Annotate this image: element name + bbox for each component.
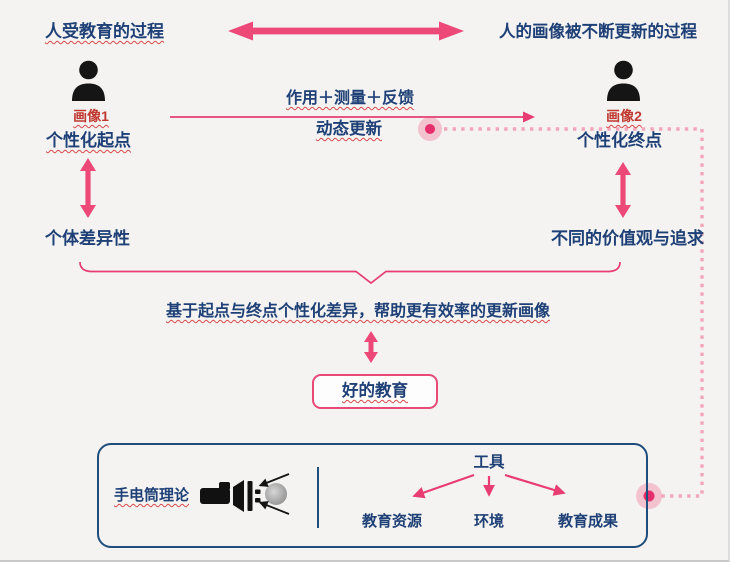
values-pursuit-label: 不同的价值观与追求 [551, 229, 704, 248]
top-double-arrow-icon [228, 21, 464, 41]
summary-arrow-icon [364, 331, 378, 363]
brace-icon [79, 261, 621, 285]
summary-text: 基于起点与终点个性化差异，帮助更有效率的更新画像 [165, 303, 551, 320]
portrait1-label: 画像1 [73, 108, 109, 124]
panel-divider [317, 467, 320, 528]
person-icon [72, 60, 105, 101]
left-process-title: 人受教育的过程 [45, 22, 164, 41]
flashlight-theory-panel [97, 443, 648, 548]
personal-start-label: 个性化起点 [46, 131, 131, 150]
flashlight-icon [200, 473, 290, 515]
good-education-label: 好的教育 [342, 382, 408, 401]
tool-item-environment: 环境 [473, 513, 505, 530]
person-icon [607, 60, 640, 101]
right-vertical-arrow-icon [615, 162, 631, 218]
left-vertical-arrow-icon [80, 158, 96, 218]
individual-difference-label: 个体差异性 [45, 229, 130, 248]
tool-item-education-resources: 教育资源 [361, 513, 423, 530]
right-process-title: 人的画像被不断更新的过程 [499, 23, 697, 41]
dynamic-update-label: 动态更新 [316, 120, 382, 138]
action-measure-feedback-label: 作用＋测量＋反馈 [285, 90, 415, 107]
portrait2-label: 画像2 [606, 108, 642, 124]
tools-title: 工具 [473, 454, 505, 471]
good-education-box: 好的教育 [312, 374, 438, 409]
tool-item-education-outcomes: 教育成果 [557, 513, 619, 530]
flashlight-theory-label: 手电筒理论 [114, 487, 190, 504]
personal-end-label: 个性化终点 [577, 131, 662, 150]
